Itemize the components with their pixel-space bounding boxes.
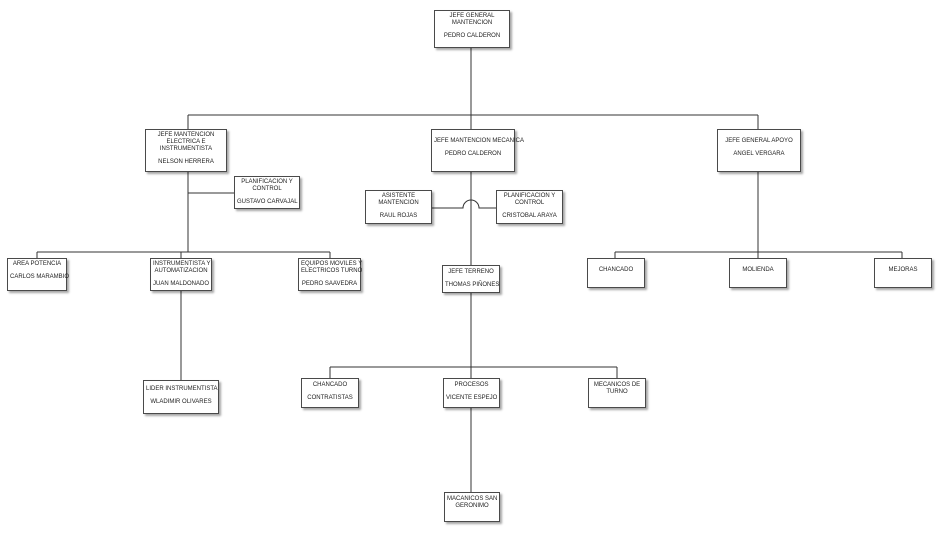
node-title-line: LIDER INSTRUMENTISTA bbox=[146, 386, 218, 392]
node-jefe-mecanica: JEFE MANTENCION MECANICA PEDRO CALDERON bbox=[431, 129, 525, 172]
node-title-line: MOLIENDA bbox=[742, 267, 774, 273]
node-title-line: MACANICOS SAN bbox=[447, 496, 498, 502]
node-title-line: JEFE MANTENCION MECANICA bbox=[434, 138, 525, 144]
node-chancado-apoyo: CHANCADO bbox=[587, 258, 645, 288]
node-title-line: PLANIFICACION Y bbox=[241, 179, 293, 185]
node-person-name: CONTRATISTAS bbox=[307, 395, 353, 401]
node-title-line: AUTOMATIZACION bbox=[154, 268, 208, 274]
connector-staff-line bbox=[432, 199, 496, 209]
node-title-line: TURNO bbox=[606, 389, 628, 395]
node-title-line: EQUIPOS MOVILES Y bbox=[301, 261, 363, 267]
node-title-line: CHANCADO bbox=[598, 267, 634, 273]
node-title-line: INSTRUMENTISTA bbox=[159, 146, 213, 152]
node-lider: LIDER INSTRUMENTISTA WLADIMIR OLIVARES bbox=[143, 380, 219, 414]
node-title-line: CONTROL bbox=[252, 186, 282, 192]
node-title-line: MANTENCION bbox=[378, 200, 419, 206]
node-title-line: JEFE GENERAL APOYO bbox=[725, 138, 793, 144]
node-person-name: JUAN MALDONADO bbox=[153, 281, 210, 287]
node-title-line: ELECTRICOS TURNO bbox=[301, 268, 363, 274]
node-person-name: WLADIMIR OLIVARES bbox=[150, 399, 212, 405]
node-title-line: GERONIMO bbox=[455, 503, 489, 509]
node-person-name: CRISTOBAL ARAYA bbox=[502, 213, 557, 219]
node-person-name: GUSTAVO CARVAJAL bbox=[237, 199, 298, 205]
node-person-name: CARLOS MARAMBIO bbox=[10, 274, 70, 280]
node-person-name: VICENTE ESPEJO bbox=[446, 395, 498, 401]
node-title-line: INSTRUMENTISTA Y bbox=[153, 261, 211, 267]
node-area-potencia: AREA POTENCIA CARLOS MARAMBIO bbox=[7, 258, 70, 291]
node-molienda: MOLIENDA bbox=[729, 258, 787, 288]
node-person-name: ANGEL VERGARA bbox=[733, 151, 785, 157]
node-person-name: THOMAS PIÑONES bbox=[445, 282, 500, 288]
node-jefe-terreno: JEFE TERRENO THOMAS PIÑONES bbox=[442, 265, 500, 293]
node-title-line: PROCESOS bbox=[454, 382, 489, 388]
node-procesos: PROCESOS VICENTE ESPEJO bbox=[443, 378, 500, 408]
node-title-line: ASISTENTE bbox=[381, 193, 416, 199]
node-person-name: RAUL ROJAS bbox=[379, 213, 418, 219]
node-chancado-contratistas: CHANCADO CONTRATISTAS bbox=[301, 378, 359, 408]
node-person-name: NELSON HERRERA bbox=[158, 159, 214, 165]
node-title-line: JEFE GENERAL bbox=[449, 13, 495, 19]
node-person-name: PEDRO SAAVEDRA bbox=[301, 281, 358, 287]
node-title-line: MANTENCION bbox=[451, 20, 493, 26]
node-title-line: MECANICOS DE bbox=[593, 382, 641, 388]
node-title-line: JEFE MANTENCION bbox=[157, 132, 215, 138]
node-title-line: ELECTRICA E bbox=[166, 139, 206, 145]
node-title-line: JEFE TERRENO bbox=[448, 269, 494, 275]
node-title-line: PLANIFICACION Y bbox=[503, 193, 556, 199]
node-title-line: CONTROL bbox=[514, 200, 545, 206]
node-title-line: CHANCADO bbox=[312, 382, 348, 388]
node-person-name: PEDRO CALDERON bbox=[443, 33, 501, 39]
node-person-name: PEDRO CALDERON bbox=[444, 151, 502, 157]
node-title-line: MEJORAS bbox=[888, 267, 918, 273]
node-title-line: AREA POTENCIA bbox=[12, 261, 62, 267]
node-jefe-apoyo: JEFE GENERAL APOYO ANGEL VERGARA bbox=[717, 129, 801, 172]
node-mejoras: MEJORAS bbox=[874, 258, 932, 288]
